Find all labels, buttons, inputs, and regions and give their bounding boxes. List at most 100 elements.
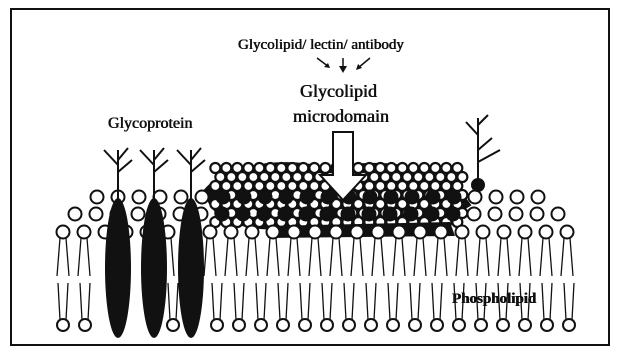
phospholipid-head [468,208,481,221]
lipid-tail [212,283,214,320]
lipid-tail [87,238,90,276]
phospholipid-head [133,191,146,204]
phospholipid-head [448,191,461,204]
binding-arrows [317,58,370,200]
phospholipid-head [79,319,91,331]
phospholipid-head [409,319,421,331]
lipid-tail [168,283,170,320]
phospholipid-head [309,226,322,239]
phospholipid-head [217,191,230,204]
phospholipid-head [343,319,355,331]
lipid-tail [300,283,302,320]
phospholipid-head [91,191,104,204]
glycan-branch [177,150,191,165]
lipid-tail [414,238,417,276]
lipid-tail [550,283,552,320]
phospholipid-head [563,319,575,331]
lipid-tail [78,238,81,276]
lipid-tail [339,238,342,276]
phospholipid-head [541,319,553,331]
lipid-tail [366,283,368,320]
lipid-tail [570,238,573,276]
lipid-tail [388,283,390,320]
lipid-tail [381,238,384,276]
phospholipid-head [321,208,334,221]
lipid-tail [297,238,300,276]
phospholipid-head [321,319,333,331]
phospholipid-head [431,319,443,331]
lipid-tail [519,238,522,276]
lipid-tail [278,283,280,320]
lipid-tail [308,283,310,320]
label-glycolipid-lectin-antibody: Glycolipid/ lectin/ antibody [238,38,404,53]
lipid-tail [402,238,405,276]
phospholipid-head [300,208,313,221]
phospholipid-head [288,226,301,239]
lipid-tail [309,238,312,276]
glycan-branch [191,160,205,172]
phospholipid-head [447,208,460,221]
label-microdomain: microdomain [293,107,389,125]
phospholipid-head [365,319,377,331]
lipid-tail [234,238,237,276]
phospholipid-head [299,319,311,331]
lipid-tail [256,283,258,320]
glycan-branch [154,148,164,160]
lipid-tail [410,283,412,320]
glycoprotein-body [105,198,131,338]
phospholipid-head [175,191,188,204]
phospholipid-head [489,208,502,221]
phospholipid-head [511,191,524,204]
phospholipid-head [78,226,91,239]
lipid-tail [57,238,60,276]
phospholipid-head [384,208,397,221]
phospholipid-head [453,319,465,331]
phospholipid-head [364,191,377,204]
phospholipid-head [372,226,385,239]
phospholipid-head [258,208,271,221]
lower-leaflet-heads [57,319,575,331]
phospholipid-head [552,208,565,221]
phospholipid-head [277,319,289,331]
phospholipid-head [204,226,217,239]
lipid-tail [486,238,489,276]
phospholipid-head [387,319,399,331]
lipid-tail [418,283,420,320]
lipid-tail [465,238,468,276]
phospholipid-head [456,226,469,239]
phospholipid-head [490,191,503,204]
lipid-tail [66,238,69,276]
lipid-tail [444,238,447,276]
phospholipid-head [238,191,251,204]
lipid-tail [372,238,375,276]
phospholipid-head [211,319,223,331]
lipid-tail [540,238,543,276]
lipid-tail [264,283,266,320]
phospholipid-head [363,208,376,221]
lipid-tail [66,283,68,320]
upper-leaflet-tails [57,238,573,276]
phospholipid-head [225,226,238,239]
phospholipid-head [510,208,523,221]
glycoprotein-body [178,198,204,338]
phospholipid-head [167,319,179,331]
lipid-tail [80,283,82,320]
lipid-tail [330,238,333,276]
lipid-tail [432,283,434,320]
phospholipid-head [279,208,292,221]
phospholipid-head [497,319,509,331]
glycan-branch [104,150,118,165]
lipid-tail [435,238,438,276]
lipid-tail [440,283,442,320]
lipid-tail [561,238,564,276]
phospholipid-head [385,191,398,204]
phospholipid-head [132,208,145,221]
lipid-tail [507,238,510,276]
lipid-tail [288,238,291,276]
phospholipid-head [69,208,82,221]
lipid-tail [225,238,228,276]
phospholipid-head [255,319,267,331]
phospholipid-head [427,191,440,204]
phospholipid-head [414,226,427,239]
